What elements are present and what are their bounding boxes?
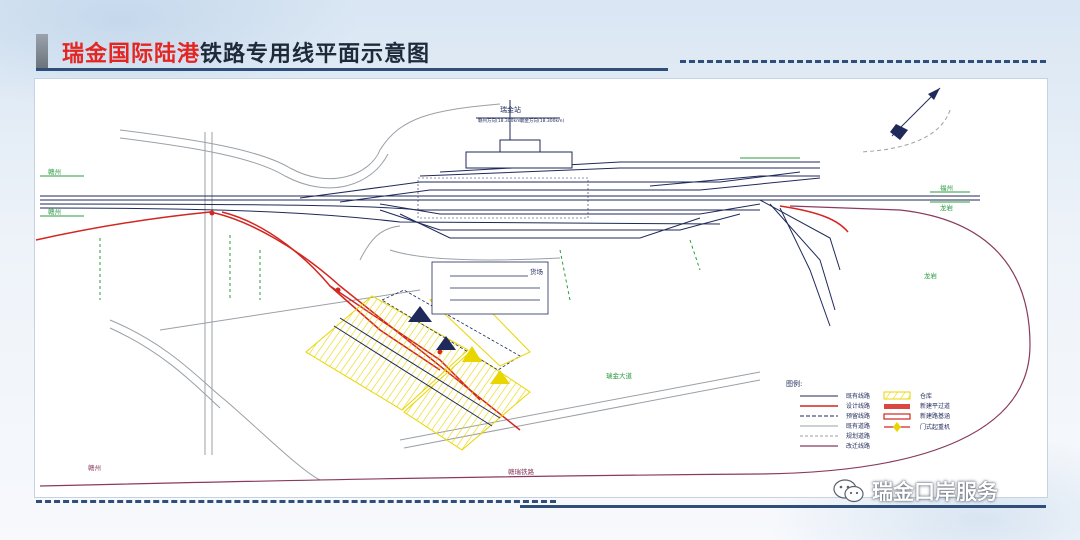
label-yard: 货场: [530, 267, 544, 276]
legend: 图例: 既有线路 设计线路 预留线路 既有道路 规划道路 改迁线路 仓库 新建平…: [786, 379, 950, 450]
station-right-note: 瑞金方向(18.300km): [520, 117, 564, 124]
legend-title: 图例:: [786, 379, 802, 388]
yard-inset: [431, 261, 549, 315]
legend-item: 设计线路: [846, 402, 870, 410]
label-bottom-mid: 赣瑞铁路: [508, 467, 535, 476]
legend-item: 预留线路: [846, 412, 870, 420]
title-bar: 瑞金国际陆港铁路专用线平面示意图: [36, 34, 636, 68]
station-labels: 瑞金站 赣州方向(18.300km) 瑞金方向(18.300km): [478, 105, 564, 124]
station-building: [417, 100, 589, 219]
label-left-bottom: 赣州: [48, 207, 61, 216]
north-arrow-icon: [890, 87, 941, 140]
legend-item: 仓库: [920, 392, 932, 400]
ring-railway: [39, 205, 1031, 487]
watermark: 瑞金口岸服务: [832, 476, 998, 506]
title-accent-bar: [36, 34, 48, 68]
main-line-bundle: [39, 161, 980, 327]
place-labels: 赣州 赣州 福州 龙岩 龙岩 货场 瑞金大道 赣州 赣瑞铁路: [48, 167, 954, 476]
legend-items-right: 仓库 新建平过道 新建路基涵 门式起重机: [883, 391, 950, 432]
wechat-icon: [832, 478, 866, 504]
bottom-rule: [520, 505, 1046, 508]
green-annotations: [40, 157, 970, 301]
bottom-dashed-rule: [36, 500, 556, 503]
label-road: 瑞金大道: [606, 371, 633, 380]
title-part-dark: 铁路专用线平面示意图: [200, 42, 431, 67]
station-left-note: 赣州方向(18.300km): [478, 117, 522, 124]
legend-item: 新建平过道: [920, 402, 950, 410]
station-name: 瑞金站: [500, 105, 521, 114]
label-right-mid: 龙岩: [924, 271, 938, 280]
label-left-top: 赣州: [48, 167, 61, 176]
page-title: 瑞金国际陆港铁路专用线平面示意图: [62, 36, 430, 68]
title-part-red: 瑞金国际陆港: [62, 42, 201, 67]
logistics-yard: [305, 289, 531, 451]
legend-item: 改迁线路: [846, 442, 870, 450]
legend-item: 门式起重机: [920, 423, 950, 431]
title-dashed-rule: [680, 60, 1046, 63]
label-bottom-left: 赣州: [88, 463, 101, 472]
watermark-text: 瑞金口岸服务: [872, 480, 998, 504]
label-right-top: 福州: [940, 183, 953, 192]
legend-item: 既有线路: [846, 392, 870, 400]
legend-item: 规划道路: [846, 432, 870, 440]
label-right-bottom: 龙岩: [940, 203, 954, 212]
title-underline: [36, 68, 668, 71]
legend-item: 新建路基涵: [920, 412, 950, 420]
legend-item: 既有道路: [846, 422, 870, 430]
legend-items-left: 既有线路 设计线路 预留线路 既有道路 规划道路 改迁线路: [800, 392, 870, 450]
